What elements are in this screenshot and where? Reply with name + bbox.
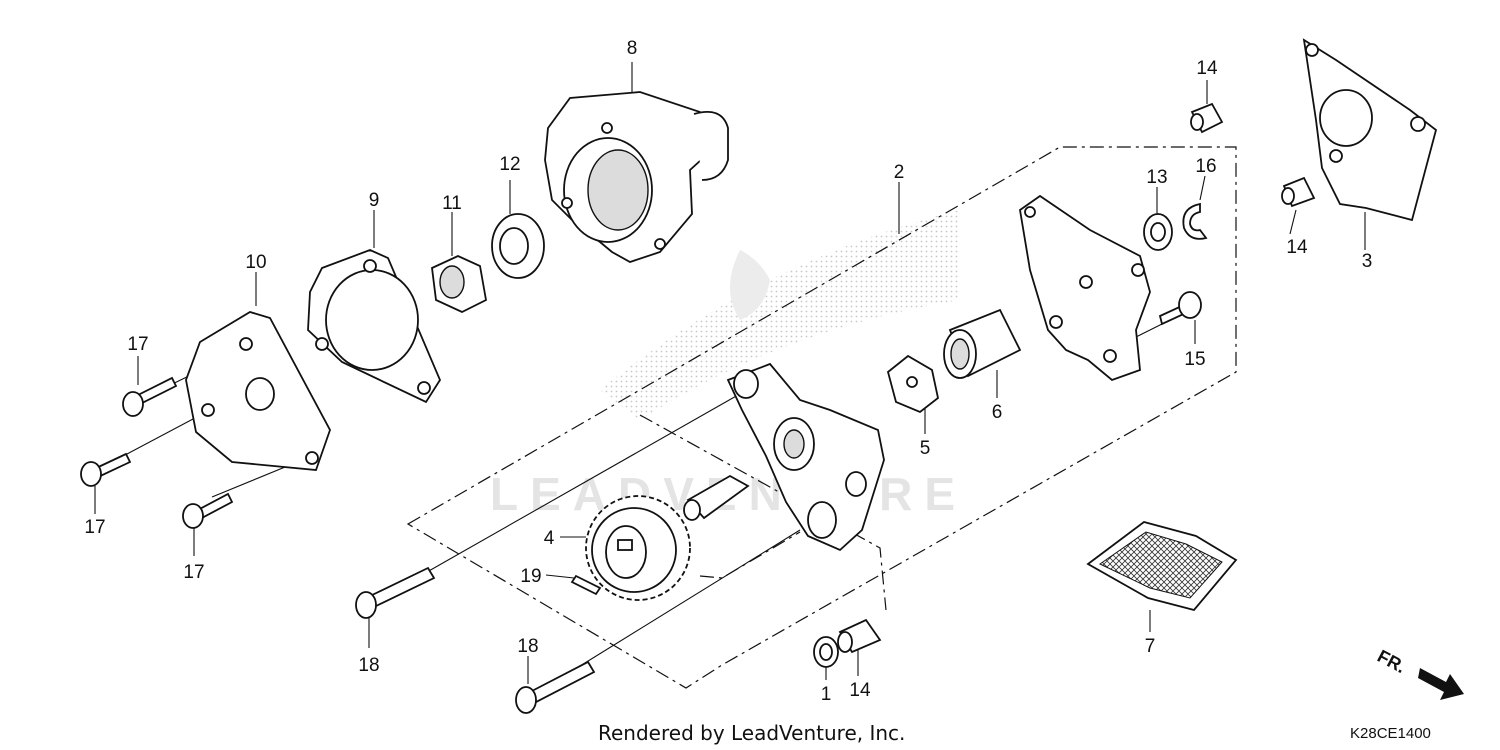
footer-credit: Rendered by LeadVenture, Inc. [598, 721, 905, 745]
part-8-pump-housing [544, 91, 729, 263]
callout-18-lower: 18 [517, 636, 538, 657]
callout-18-upper: 18 [358, 655, 379, 676]
callouts: 8 2 3 9 11 12 13 16 14 14 15 10 17 17 17… [84, 38, 1372, 705]
part-14-dowel-pin-right [1281, 176, 1316, 208]
front-direction-indicator: FR. [1374, 646, 1464, 700]
part-14-dowel-pin-top [1190, 102, 1224, 134]
part-11-nut [431, 255, 488, 313]
part-10-pump-cover [185, 311, 331, 471]
part-18-bolt-lower [515, 660, 596, 714]
part-4-drive-gear [585, 495, 691, 601]
callout-19: 19 [520, 566, 541, 587]
callout-14-bottom: 14 [849, 680, 871, 701]
callout-11: 11 [442, 193, 462, 214]
part-13-washer [1143, 213, 1173, 251]
callout-10: 10 [245, 252, 266, 273]
callout-14-right: 14 [1286, 237, 1308, 258]
part-6-outer-rotor [943, 308, 1022, 379]
callout-16: 16 [1195, 156, 1216, 177]
front-arrow-icon [1418, 668, 1464, 700]
assembly-boundary [406, 146, 1237, 689]
callout-14-top: 14 [1196, 58, 1218, 79]
part-1-washer [813, 636, 839, 668]
callout-7: 7 [1145, 636, 1156, 657]
assembly-inner-boundary [639, 414, 887, 611]
callout-1: 1 [821, 684, 832, 705]
part-9-gasket [307, 249, 442, 404]
part-14-dowel-pin-bottom [837, 618, 882, 654]
part-2-pump-plate [1019, 194, 1151, 382]
pump-shaft [683, 474, 750, 521]
callout-17-bottom: 17 [183, 562, 204, 583]
callout-8: 8 [627, 38, 638, 59]
pump-body [726, 362, 885, 552]
callout-4: 4 [544, 528, 555, 549]
callout-3: 3 [1362, 251, 1373, 272]
part-12-oil-seal [491, 213, 545, 279]
part-18-bolt-upper [355, 566, 436, 619]
part-17-bolt-top [122, 376, 178, 417]
callout-5: 5 [920, 438, 931, 459]
part-16-clip [1182, 202, 1208, 240]
callout-9: 9 [369, 190, 380, 211]
part-7-oil-strainer [1086, 521, 1238, 612]
callout-2: 2 [894, 162, 905, 183]
part-19-pin [570, 574, 602, 596]
part-3-gasket [1302, 38, 1438, 222]
callout-12: 12 [499, 154, 520, 175]
callout-15: 15 [1184, 349, 1205, 370]
front-label: FR. [1374, 646, 1409, 677]
diagram-code: K28CE1400 [1350, 725, 1431, 742]
part-17-bolt-bottom [182, 492, 234, 529]
part-17-bolt-middle [80, 452, 132, 487]
part-15-screw [1158, 291, 1202, 326]
callout-13: 13 [1146, 167, 1167, 188]
callout-17-middle: 17 [84, 517, 105, 538]
part-5-inner-rotor [886, 354, 939, 414]
callout-6: 6 [992, 402, 1003, 423]
callout-17-top: 17 [127, 334, 148, 355]
